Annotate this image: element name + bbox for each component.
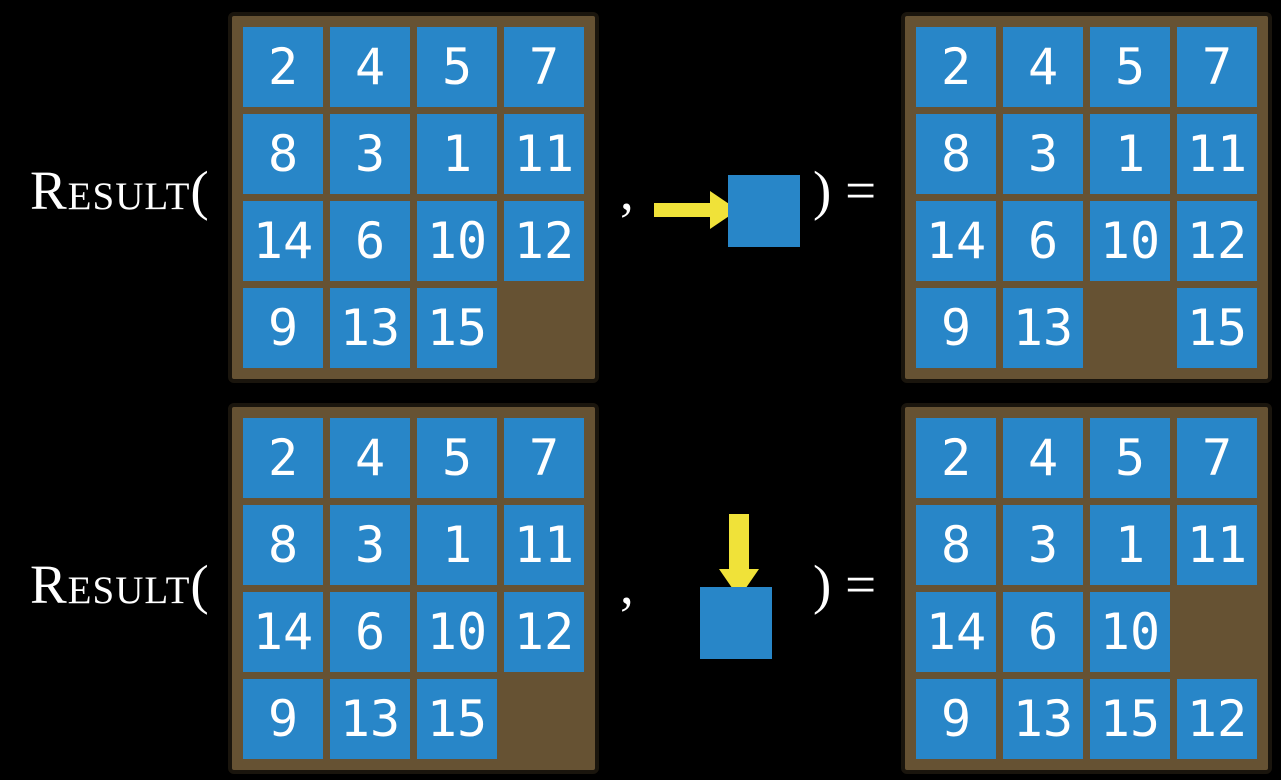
puzzle-tile: 9 [243, 679, 323, 759]
down-arrow-icon [719, 514, 759, 598]
puzzle-tile: 10 [1090, 201, 1170, 281]
puzzle-tile: 3 [330, 505, 410, 585]
puzzle-tile: 15 [417, 679, 497, 759]
moving-tile [728, 175, 800, 247]
puzzle-tile: 3 [330, 114, 410, 194]
input-board: 2 4 5 7 8 3 1 11 14 6 10 12 9 13 15 [228, 12, 599, 383]
right-arrow-icon [654, 191, 738, 229]
puzzle-tile: 13 [330, 679, 410, 759]
puzzle-tile: 14 [916, 592, 996, 672]
puzzle-tile: 5 [1090, 418, 1170, 498]
puzzle-tile: 15 [1090, 679, 1170, 759]
puzzle-tile: 6 [330, 201, 410, 281]
puzzle-tile: 13 [1003, 679, 1083, 759]
puzzle-tile: 1 [1090, 114, 1170, 194]
result-function-label: Result( [30, 554, 210, 615]
puzzle-tile: 2 [243, 418, 323, 498]
close-paren-equals: ) = [813, 554, 877, 615]
empty-cell [504, 288, 584, 368]
puzzle-tile: 12 [504, 592, 584, 672]
puzzle-tile: 8 [916, 114, 996, 194]
puzzle-tile: 1 [1090, 505, 1170, 585]
puzzle-tile: 14 [243, 201, 323, 281]
puzzle-tile: 4 [1003, 418, 1083, 498]
puzzle-tile: 15 [1177, 288, 1257, 368]
puzzle-tile: 7 [504, 27, 584, 107]
puzzle-tile: 7 [504, 418, 584, 498]
puzzle-tile: 2 [916, 27, 996, 107]
puzzle-tile: 13 [1003, 288, 1083, 368]
moving-tile [700, 587, 772, 659]
puzzle-tile: 14 [916, 201, 996, 281]
puzzle-tile: 11 [504, 114, 584, 194]
puzzle-tile: 9 [916, 288, 996, 368]
puzzle-tile: 10 [417, 201, 497, 281]
puzzle-tile: 5 [417, 27, 497, 107]
puzzle-tile: 3 [1003, 505, 1083, 585]
puzzle-tile: 15 [417, 288, 497, 368]
puzzle-tile: 12 [1177, 679, 1257, 759]
output-board: 2 4 5 7 8 3 1 11 14 6 10 9 13 15 12 [901, 403, 1272, 774]
empty-cell [504, 679, 584, 759]
close-paren-equals: ) = [813, 160, 877, 221]
puzzle-tile: 2 [243, 27, 323, 107]
result-function-label: Result( [30, 160, 210, 221]
puzzle-tile: 8 [243, 505, 323, 585]
puzzle-tile: 7 [1177, 27, 1257, 107]
puzzle-tile: 4 [1003, 27, 1083, 107]
puzzle-tile: 12 [504, 201, 584, 281]
puzzle-tile: 13 [330, 288, 410, 368]
empty-cell [1177, 592, 1257, 672]
puzzle-tile: 4 [330, 27, 410, 107]
input-board: 2 4 5 7 8 3 1 11 14 6 10 12 9 13 15 [228, 403, 599, 774]
puzzle-tile: 7 [1177, 418, 1257, 498]
puzzle-tile: 2 [916, 418, 996, 498]
puzzle-tile: 4 [330, 418, 410, 498]
puzzle-tile: 10 [417, 592, 497, 672]
comma: , [620, 160, 634, 221]
puzzle-tile: 5 [1090, 27, 1170, 107]
puzzle-tile: 3 [1003, 114, 1083, 194]
puzzle-tile: 6 [1003, 201, 1083, 281]
puzzle-tile: 11 [1177, 114, 1257, 194]
puzzle-tile: 9 [916, 679, 996, 759]
puzzle-tile: 8 [243, 114, 323, 194]
puzzle-tile: 12 [1177, 201, 1257, 281]
output-board: 2 4 5 7 8 3 1 11 14 6 10 12 9 13 15 [901, 12, 1272, 383]
puzzle-tile: 11 [1177, 505, 1257, 585]
puzzle-tile: 8 [916, 505, 996, 585]
empty-cell [1090, 288, 1170, 368]
puzzle-tile: 9 [243, 288, 323, 368]
puzzle-tile: 6 [1003, 592, 1083, 672]
puzzle-tile: 5 [417, 418, 497, 498]
puzzle-tile: 11 [504, 505, 584, 585]
puzzle-tile: 14 [243, 592, 323, 672]
comma: , [620, 554, 634, 615]
puzzle-tile: 1 [417, 114, 497, 194]
puzzle-tile: 6 [330, 592, 410, 672]
puzzle-tile: 1 [417, 505, 497, 585]
puzzle-tile: 10 [1090, 592, 1170, 672]
